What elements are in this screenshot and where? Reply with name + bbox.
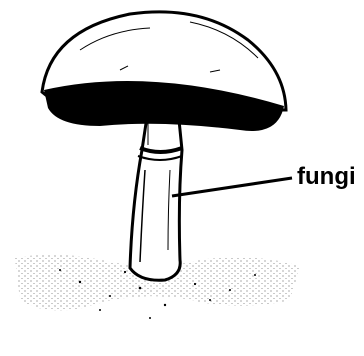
cap xyxy=(42,12,286,131)
label-pointer-line xyxy=(172,178,292,196)
fungi-label: fungi xyxy=(297,165,356,189)
